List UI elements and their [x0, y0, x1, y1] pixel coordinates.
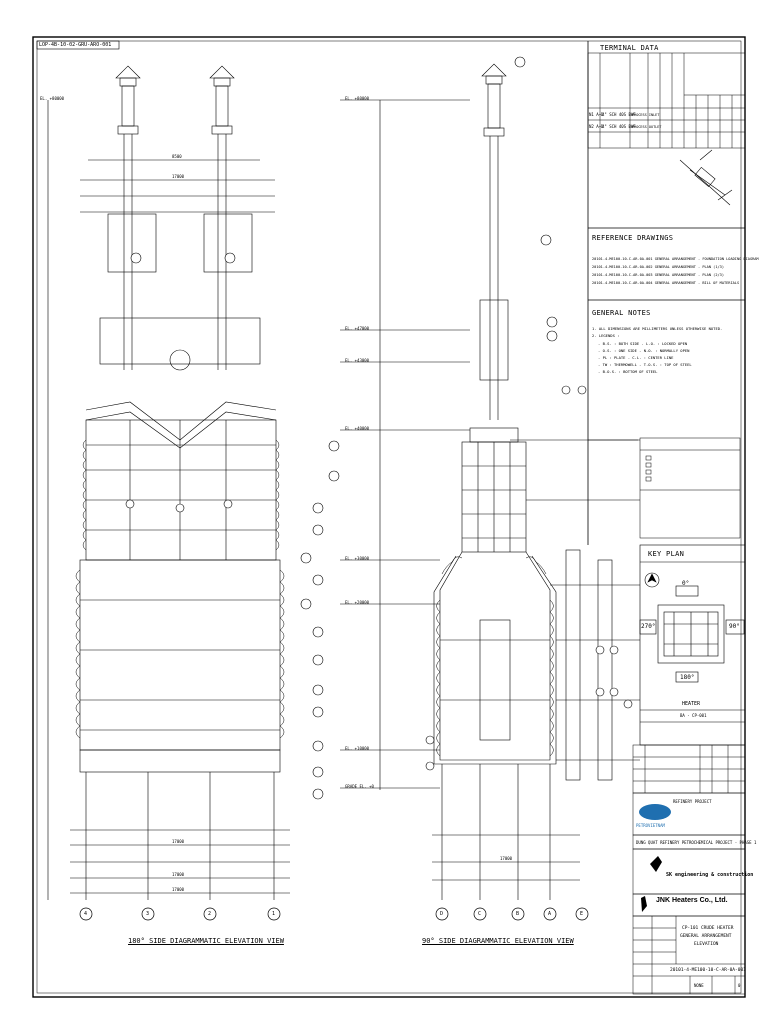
dimension-label: 8500 — [172, 154, 182, 159]
axis-label-d: D — [440, 911, 444, 917]
elevation-label: EL. +80000 — [40, 96, 65, 101]
terminal-row-1-no: N1 A~D — [589, 112, 604, 117]
key-plan-angle-0: 0° — [682, 580, 690, 587]
dimension-label: 17000 — [172, 887, 185, 892]
title-line-2: GENERAL ARRANGEMENT — [680, 934, 732, 939]
dimension-label: 17000 — [172, 872, 185, 877]
elevation-label: EL. +40000 — [345, 426, 370, 431]
terminal-row-2-service: PROCESS OUTLET — [632, 125, 662, 129]
owner-logo — [639, 804, 671, 820]
axis-label-2: 2 — [208, 911, 212, 917]
terminal-row-1-service: PROCESS INLET — [632, 113, 660, 117]
top-reference: LOP-4B-10-02-GRU-ARO-001 — [39, 42, 112, 48]
elevation-label: EL. +30000 — [345, 556, 370, 561]
note-item: - PL : PLATE - C.L. : CENTER LINE — [598, 355, 674, 360]
right-view-caption: 90° SIDE DIAGRAMMATIC ELEVATION VIEW — [422, 937, 574, 945]
drawing-number: 20101-4-ME100-10-C-AR-0A-001 — [670, 968, 746, 973]
scale-value: NONE — [694, 983, 704, 988]
terminal-data-title: TERMINAL DATA — [600, 44, 659, 52]
heater-tag: BA - CP-001 — [680, 713, 707, 718]
note-item: 2. LEGENDS : — [592, 333, 620, 338]
heater-label: HEATER — [682, 701, 701, 707]
note-item: - TW : THERMOWELL - T.O.S. : TOP OF STEE… — [598, 362, 692, 367]
axis-label-1: 1 — [272, 911, 276, 917]
axis-label-4: 4 — [84, 911, 88, 917]
key-plan-angle-90: 90° — [729, 623, 740, 630]
vendor-logo — [641, 896, 647, 912]
elevation-label: EL. +10000 — [345, 746, 370, 751]
reference-item: 20101-4-ME100-10-C-AR-0A-003 GENERAL ARR… — [592, 273, 724, 277]
axis-label-b: B — [516, 911, 520, 917]
axis-label-3: 3 — [146, 911, 150, 917]
elevation-label: EL. +80000 — [345, 96, 370, 101]
vendor-name: JNK Heaters Co., Ltd. — [656, 897, 728, 904]
terminal-row-2-no: N2 A~D — [589, 124, 604, 129]
key-plan-angle-180: 180° — [680, 674, 695, 681]
dimension-label: 17000 — [172, 174, 185, 179]
title-line-1: CP-101 CRUDE HEATER — [682, 926, 734, 931]
key-plan-angle-270: 270° — [641, 623, 656, 630]
axis-label-e: E — [580, 911, 584, 917]
owner-name: PETROVIETNAM — [636, 823, 665, 828]
revision-value: 0 — [738, 983, 741, 988]
project-name: DUNG QUAT REFINERY PETROCHEMICAL PROJECT… — [636, 840, 757, 845]
left-view-caption: 180° SIDE DIAGRAMMATIC ELEVATION VIEW — [128, 937, 284, 945]
elevation-label: EL. +43000 — [345, 358, 370, 363]
terminal-row-2-size: 4" SCH 40S BWF — [602, 124, 636, 129]
owner-line-1: REFINERY PROJECT — [673, 799, 712, 804]
reference-item: 20101-4-ME100-10-C-AR-0A-001 GENERAL ARR… — [592, 257, 759, 261]
elevation-label: EL. +47000 — [345, 326, 370, 331]
terminal-row-1-size: 4" SCH 40S BWF — [602, 112, 636, 117]
title-line-3: ELEVATION — [694, 942, 719, 947]
contractor-name: SK engineering & construction — [666, 872, 754, 878]
axis-label-a: A — [548, 911, 552, 917]
note-item: 1. ALL DIMENSIONS ARE MILLIMETERS UNLESS… — [592, 326, 723, 331]
reference-item: 20101-4-ME100-10-C-AR-0A-004 GENERAL ARR… — [592, 281, 740, 285]
dimension-label: 17000 — [172, 839, 185, 844]
dimension-label: 17000 — [500, 856, 513, 861]
note-item: - O.S. : ONE SIDE - N.O. : NORMALLY OPEN — [598, 348, 690, 353]
reference-item: 20101-4-ME100-10-C-AR-0A-002 GENERAL ARR… — [592, 265, 724, 269]
contractor-logo — [650, 856, 662, 872]
elevation-label: GRADE EL. +0 — [345, 784, 374, 789]
note-item: - B.O.S. : BOTTOM OF STEEL — [598, 369, 658, 374]
elevation-label: EL. +20000 — [345, 600, 370, 605]
reference-drawings-title: REFERENCE DRAWINGS — [592, 234, 674, 242]
key-plan-title: KEY PLAN — [648, 550, 685, 558]
general-notes-title: GENERAL NOTES — [592, 309, 651, 317]
axis-label-c: C — [478, 911, 482, 917]
note-item: - B.S. : BOTH SIDE - L.O. : LOCKED OPEN — [598, 341, 688, 346]
